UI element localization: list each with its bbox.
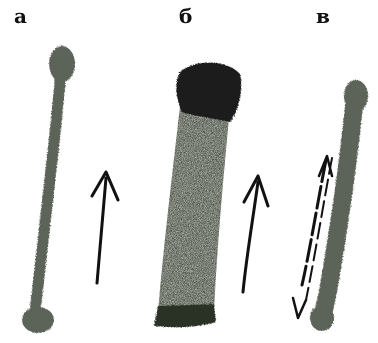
arrow-up-a: [92, 172, 118, 283]
stroke-b: [154, 62, 241, 327]
stroke-a: [22, 46, 75, 333]
arrow-up-b: [243, 176, 268, 292]
